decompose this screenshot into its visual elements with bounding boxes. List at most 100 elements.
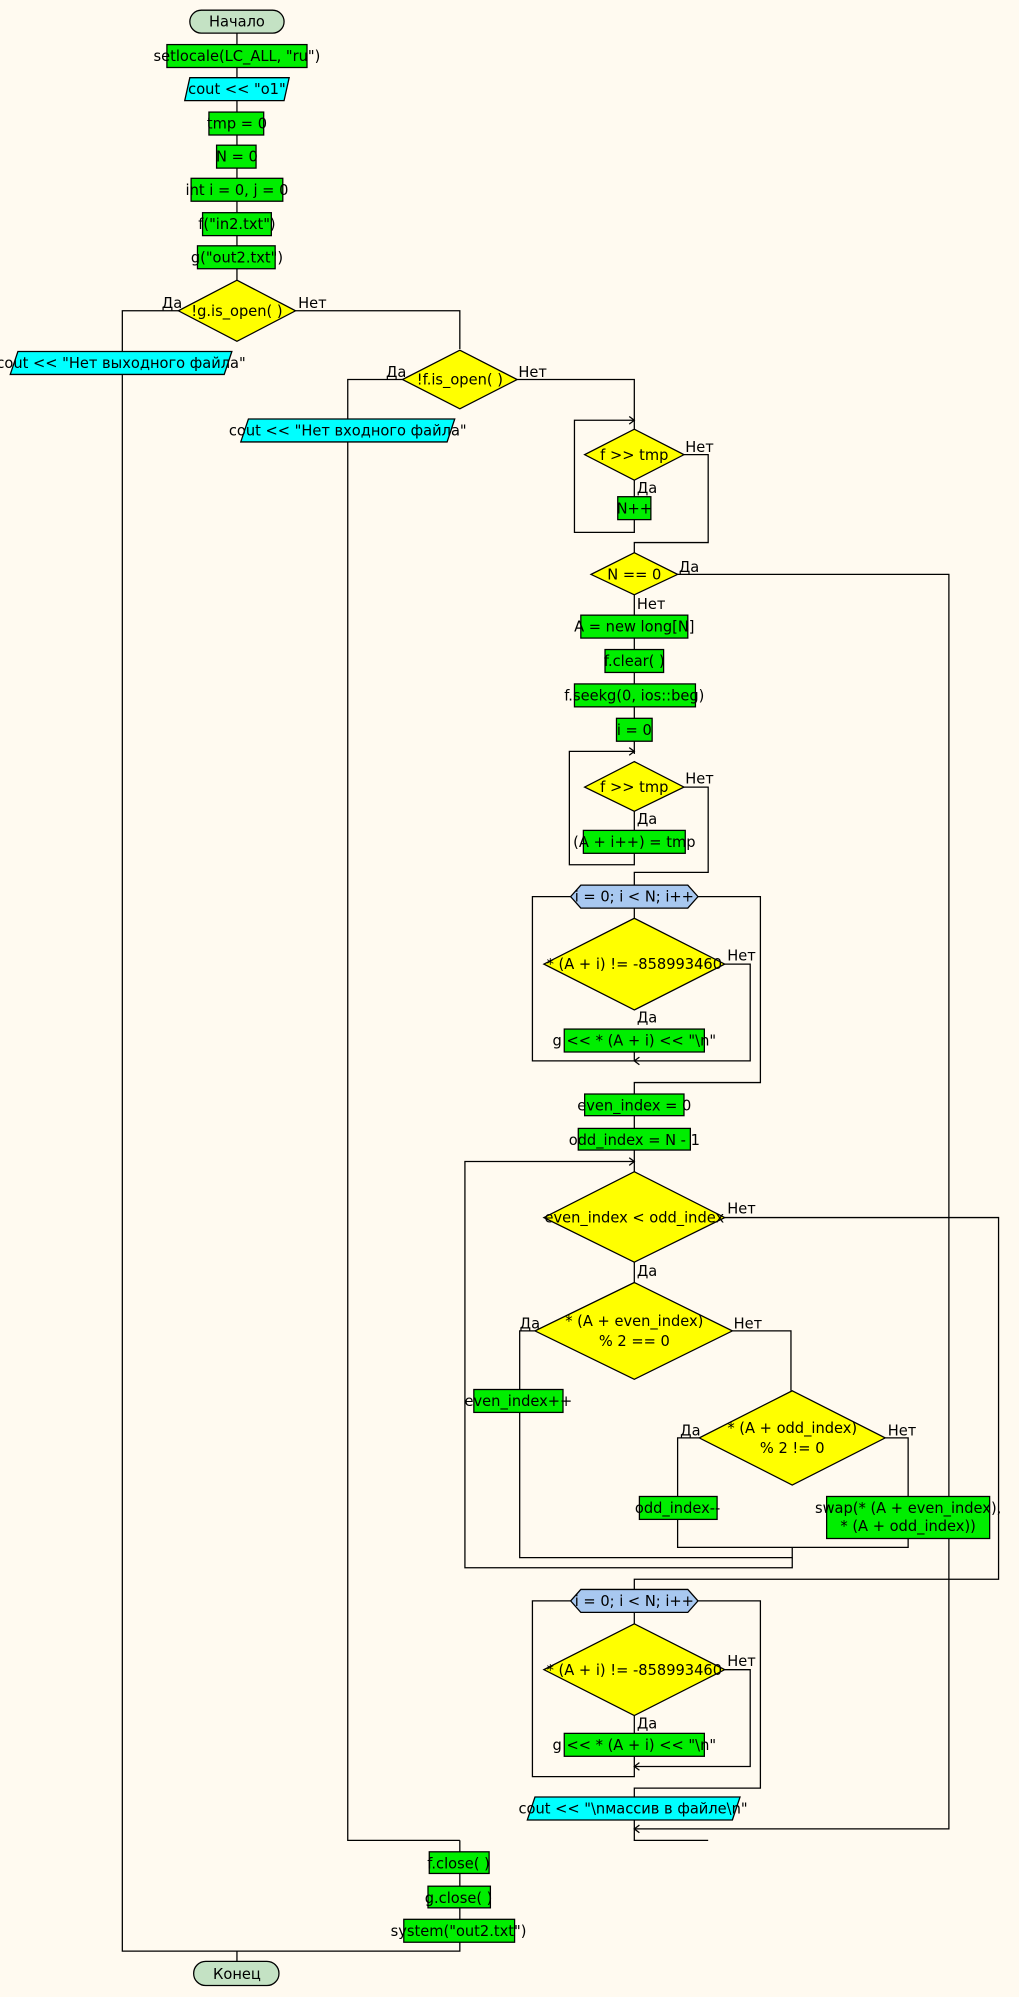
setlocale-block	[166, 43, 308, 69]
no-input-file-block	[239, 418, 456, 443]
start-label: Начало	[209, 14, 265, 31]
while-label: even_index < odd_index	[544, 1210, 724, 1227]
read-count-yes-label: Да	[637, 480, 657, 497]
clear-label: f.clear( )	[604, 653, 665, 670]
g-close-block	[427, 1885, 492, 1909]
odd-index-init-block	[577, 1127, 691, 1151]
n-increment-block	[617, 496, 652, 521]
write-2-block	[563, 1732, 705, 1757]
swap-block	[825, 1495, 991, 1540]
g-open-block	[196, 245, 276, 270]
f-no-label: Нет	[518, 364, 547, 381]
while-no-label: Нет	[727, 1201, 756, 1218]
read-store-decision	[583, 760, 686, 812]
setlocale-label: setlocale(LC_ALL, "ru")	[154, 48, 321, 65]
read-store-label: f >> tmp	[600, 779, 668, 796]
g-yes-label: Да	[162, 295, 182, 312]
value-check-2-decision	[542, 1623, 727, 1717]
even-check-label-2: % 2 == 0	[599, 1333, 670, 1350]
value-check-1-yes-label: Да	[637, 1010, 657, 1027]
for-loop-1-header	[569, 884, 699, 909]
g-no-label: Нет	[298, 295, 327, 312]
odd-check-decision	[697, 1390, 887, 1486]
alloc-label: A = new long[N]	[574, 619, 694, 636]
no-output-file-block	[9, 350, 233, 376]
n-zero-decision	[589, 552, 680, 596]
n-zero-yes-label: Да	[679, 559, 699, 576]
f-yes-label: Да	[386, 364, 406, 381]
value-check-2-label: * (A + i) != -858993460	[547, 1662, 722, 1679]
store-block	[582, 829, 686, 854]
value-check-1-no-label: Нет	[727, 947, 756, 964]
for-loop-2-header	[569, 1588, 699, 1614]
arrow-heads	[628, 415, 640, 1834]
g-close-label: g.close( )	[425, 1890, 493, 1907]
n-increment-label: N++	[617, 500, 652, 517]
even-increment-label: even_index++	[465, 1393, 573, 1410]
end-label: Конец	[213, 1966, 261, 1983]
odd-index-init-label: odd_index = N - 1	[569, 1132, 700, 1149]
i-init-block	[615, 717, 653, 742]
seekg-label: f.seekg(0, ios::beg)	[564, 687, 704, 704]
f-close-block	[428, 1851, 490, 1875]
ij-init-label: int i = 0, j = 0	[186, 182, 289, 199]
n-zero-no-label: Нет	[637, 596, 666, 613]
store-label: (A + i++) = tmp	[573, 834, 695, 851]
cout-o1-block	[183, 77, 290, 102]
even-index-init-label: even_index = 0	[577, 1098, 691, 1115]
read-count-decision	[583, 428, 686, 481]
n-init-label: N = 0	[216, 149, 258, 166]
g-open-label: g("out2.txt")	[191, 249, 283, 266]
odd-decrement-label: odd_index--	[635, 1500, 720, 1517]
cout-array-block	[526, 1796, 741, 1821]
tmp-init-block	[208, 111, 265, 136]
f-open-label: f("in2.txt")	[198, 216, 275, 233]
while-decision	[542, 1170, 727, 1263]
start-terminal	[189, 9, 285, 34]
clear-block	[604, 648, 665, 674]
read-store-no-label: Нет	[685, 770, 714, 787]
odd-check-label-1: * (A + odd_index)	[727, 1420, 857, 1437]
read-count-label: f >> tmp	[600, 447, 668, 464]
swap-label-1: swap(* (A + even_index),	[815, 1500, 1001, 1517]
cout-array-label: cout << "\nмассив в файле\n"	[518, 1801, 747, 1818]
read-store-yes-label: Да	[637, 811, 657, 828]
f-is-open-decision	[401, 349, 519, 410]
seekg-block	[573, 683, 697, 708]
for-loop-1-label: i = 0; i < N; i++	[575, 889, 694, 906]
alloc-block	[580, 614, 689, 639]
tmp-init-label: tmp = 0	[207, 116, 267, 133]
write-1-label: g << * (A + i) << "\n"	[553, 1033, 717, 1050]
no-input-file-label: cout << "Нет входного файла"	[229, 423, 467, 440]
even-index-init-block	[584, 1093, 685, 1117]
odd-check-no-label: Нет	[888, 1422, 917, 1439]
system-block	[403, 1918, 516, 1943]
write-2-label: g << * (A + i) << "\n"	[553, 1737, 717, 1754]
odd-check-label-2: % 2 != 0	[760, 1440, 825, 1457]
odd-decrement-block	[638, 1495, 718, 1521]
even-check-no-label: Нет	[734, 1315, 763, 1332]
n-init-block	[215, 144, 257, 169]
no-output-file-label: cout << "Нет выходного файла"	[0, 355, 246, 372]
value-check-1-decision	[542, 917, 727, 1011]
f-close-label: f.close( )	[427, 1855, 489, 1872]
system-label: system("out2.txt")	[391, 1923, 527, 1940]
for-loop-2-label: i = 0; i < N; i++	[575, 1593, 694, 1610]
g-is-open-decision	[176, 279, 297, 343]
ij-init-block	[190, 177, 284, 202]
odd-check-yes-label: Да	[680, 1422, 700, 1439]
f-open-block	[201, 212, 272, 237]
connector-lines	[121, 33, 1000, 1962]
f-is-open-label: !f.is_open( )	[417, 372, 503, 389]
even-increment-block	[473, 1388, 564, 1414]
end-terminal	[193, 1960, 280, 1987]
while-yes-label: Да	[637, 1263, 657, 1280]
value-check-2-yes-label: Да	[637, 1715, 657, 1732]
n-zero-label: N == 0	[607, 566, 661, 583]
cout-o1-label: cout << "o1"	[188, 81, 286, 98]
value-check-2-no-label: Нет	[727, 1653, 756, 1670]
even-check-label-1: * (A + even_index)	[565, 1313, 703, 1330]
i-init-label: i = 0	[617, 722, 652, 739]
